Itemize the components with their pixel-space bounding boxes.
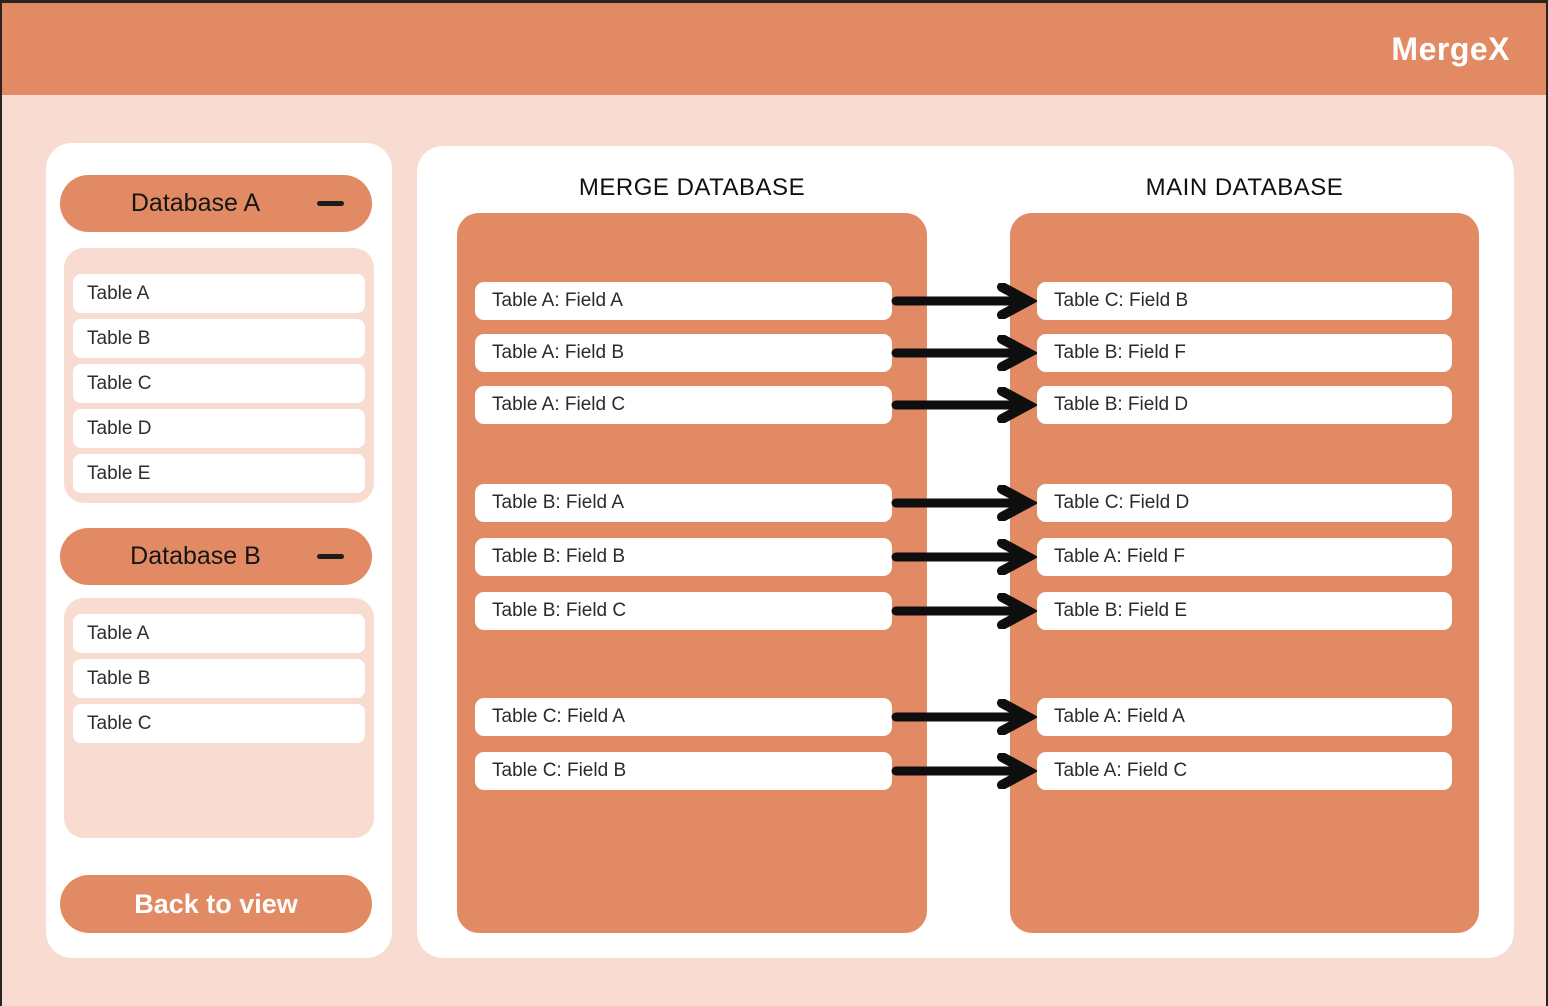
- list-item[interactable]: Table B: [73, 319, 365, 358]
- arrow-right-icon: [891, 283, 1038, 319]
- main-field[interactable]: Table B: Field D: [1037, 386, 1452, 424]
- main-field[interactable]: Table C: Field B: [1037, 282, 1452, 320]
- list-item[interactable]: Table D: [73, 409, 365, 448]
- main-field[interactable]: Table A: Field A: [1037, 698, 1452, 736]
- main-field[interactable]: Table C: Field D: [1037, 484, 1452, 522]
- merge-field[interactable]: Table C: Field A: [475, 698, 892, 736]
- database-b-label: Database B: [130, 542, 261, 570]
- page-content: Database A Table A Table B Table C Table…: [2, 95, 1546, 1006]
- minus-icon[interactable]: [317, 201, 344, 206]
- arrow-right-icon: [891, 335, 1038, 371]
- merge-field[interactable]: Table B: Field B: [475, 538, 892, 576]
- mapping-row: Table A: Field A Table C: Field B: [417, 282, 1514, 320]
- arrow-right-icon: [891, 485, 1038, 521]
- arrow-right-icon: [891, 539, 1038, 575]
- app-title: MergeX: [1391, 30, 1510, 67]
- mapping-row: Table C: Field A Table A: Field A: [417, 698, 1514, 736]
- list-item[interactable]: Table C: [73, 704, 365, 743]
- main-field[interactable]: Table A: Field C: [1037, 752, 1452, 790]
- mapping-row: Table C: Field B Table A: Field C: [417, 752, 1514, 790]
- arrow-right-icon: [891, 699, 1038, 735]
- back-to-view-button[interactable]: Back to view: [60, 875, 372, 933]
- list-item[interactable]: Table E: [73, 454, 365, 493]
- sidebar: Database A Table A Table B Table C Table…: [46, 143, 392, 958]
- mapping-row: Table A: Field B Table B: Field F: [417, 334, 1514, 372]
- merge-field[interactable]: Table C: Field B: [475, 752, 892, 790]
- merge-field[interactable]: Table B: Field C: [475, 592, 892, 630]
- main-database-title: MAIN DATABASE: [1145, 174, 1344, 201]
- mapping-row: Table B: Field C Table B: Field E: [417, 592, 1514, 630]
- database-b-header[interactable]: Database B: [60, 528, 372, 585]
- list-item[interactable]: Table A: [73, 614, 365, 653]
- arrow-right-icon: [891, 387, 1038, 423]
- arrow-right-icon: [891, 753, 1038, 789]
- main-field[interactable]: Table A: Field F: [1037, 538, 1452, 576]
- database-a-header[interactable]: Database A: [60, 175, 372, 232]
- main-field[interactable]: Table B: Field F: [1037, 334, 1452, 372]
- list-item[interactable]: Table A: [73, 274, 365, 313]
- mapping-panel: MERGE DATABASE MAIN DATABASE Table A: Fi…: [417, 146, 1514, 958]
- merge-field[interactable]: Table B: Field A: [475, 484, 892, 522]
- merge-field[interactable]: Table A: Field A: [475, 282, 892, 320]
- list-item[interactable]: Table B: [73, 659, 365, 698]
- arrow-right-icon: [891, 593, 1038, 629]
- mapping-row: Table B: Field B Table A: Field F: [417, 538, 1514, 576]
- app-header: MergeX: [2, 3, 1546, 95]
- merge-database-title: MERGE DATABASE: [578, 174, 806, 201]
- merge-field[interactable]: Table A: Field B: [475, 334, 892, 372]
- main-field[interactable]: Table B: Field E: [1037, 592, 1452, 630]
- list-item[interactable]: Table C: [73, 364, 365, 403]
- database-a-table-list: Table A Table B Table C Table D Table E: [64, 248, 374, 503]
- database-b-table-list: Table A Table B Table C: [64, 598, 374, 838]
- database-a-label: Database A: [130, 189, 261, 217]
- mapping-row: Table A: Field C Table B: Field D: [417, 386, 1514, 424]
- merge-field[interactable]: Table A: Field C: [475, 386, 892, 424]
- minus-icon[interactable]: [317, 554, 344, 559]
- mapping-row: Table B: Field A Table C: Field D: [417, 484, 1514, 522]
